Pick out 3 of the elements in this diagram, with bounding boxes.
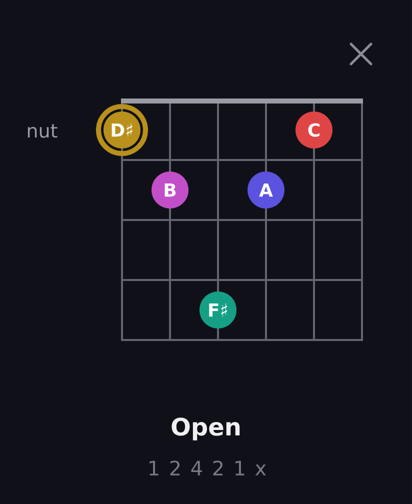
fingering-label: 1 2 4 2 1 x <box>150 460 266 476</box>
nut-label: nut <box>28 124 58 138</box>
chord-name: Open <box>172 418 240 440</box>
